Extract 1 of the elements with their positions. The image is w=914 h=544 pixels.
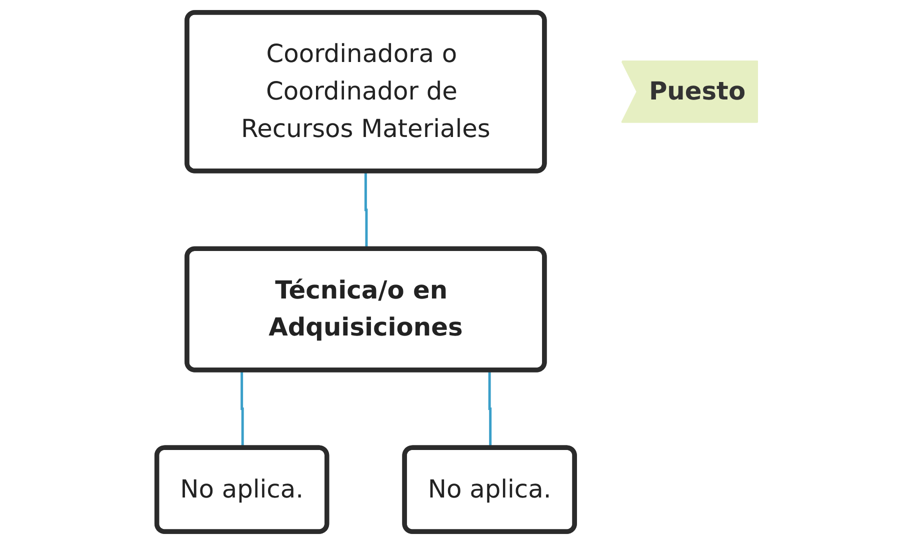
connector: [364, 170, 368, 250]
